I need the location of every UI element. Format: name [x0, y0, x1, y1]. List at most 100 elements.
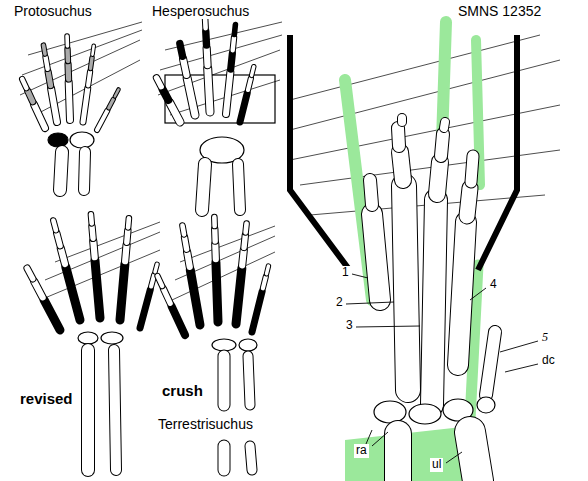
- bone: [44, 300, 60, 330]
- bone-outline: [203, 48, 212, 65]
- bone: [34, 281, 42, 297]
- carpal-bone: [70, 132, 94, 148]
- grid-lines: [20, 22, 560, 300]
- bone-outline: [211, 217, 218, 226]
- bone: [400, 152, 403, 180]
- green-forearm: [345, 425, 480, 481]
- bone-outline: [187, 78, 195, 115]
- bone: [233, 37, 234, 50]
- carpal-bone: [239, 339, 257, 351]
- bone-outline: [250, 446, 252, 470]
- bone: [226, 72, 230, 114]
- bone-outline: [397, 118, 407, 122]
- bone: [404, 186, 408, 390]
- bone: [157, 78, 162, 87]
- bone: [471, 156, 473, 182]
- bone-outline: [444, 122, 445, 128]
- bone-outline: [467, 188, 470, 216]
- bone: [43, 45, 45, 54]
- bone: [185, 237, 187, 249]
- bone: [203, 31, 209, 45]
- guide-line: [28, 22, 142, 55]
- bone: [467, 188, 470, 216]
- bone-outline: [64, 64, 72, 79]
- bone-outline: [432, 200, 436, 405]
- bone-outline: [83, 88, 88, 122]
- bone: [250, 446, 252, 470]
- bone: [127, 230, 128, 242]
- bone: [69, 82, 70, 120]
- guide-line: [158, 50, 280, 95]
- bone: [88, 71, 90, 85]
- bone-outline: [248, 78, 251, 90]
- bone-outline: [46, 57, 48, 69]
- bone: [126, 218, 131, 227]
- bone-outline: [182, 226, 184, 235]
- bone-outline: [202, 164, 205, 210]
- bone: [83, 88, 88, 122]
- bone: [187, 252, 190, 267]
- bone-outline: [93, 241, 94, 257]
- bone-outline: [163, 289, 170, 304]
- bone-outline: [125, 245, 126, 261]
- bone: [263, 277, 266, 289]
- bone-outline: [370, 180, 372, 205]
- bone-outline: [202, 31, 210, 45]
- bone: [155, 264, 157, 272]
- bone: [84, 152, 85, 190]
- bone-outline: [226, 72, 230, 114]
- bone: [441, 134, 443, 156]
- callout-number: 4: [488, 278, 499, 292]
- bone: [22, 79, 26, 88]
- bone-outline: [64, 49, 71, 61]
- bone-outline: [233, 37, 234, 50]
- bone-abbreviation: ul: [430, 458, 443, 472]
- bone: [163, 89, 169, 100]
- specimen-name: Protosuchus: [12, 3, 94, 19]
- guide-line: [470, 288, 486, 300]
- bone: [114, 350, 116, 470]
- bone: [190, 270, 200, 325]
- bone: [212, 217, 217, 226]
- bone-outline: [61, 249, 65, 264]
- bone-outline: [187, 252, 190, 267]
- guide-line: [180, 226, 275, 262]
- bone: [92, 46, 93, 55]
- bone-outline: [183, 59, 186, 75]
- bone: [89, 214, 94, 223]
- bone-outline: [28, 91, 33, 102]
- guide-line: [356, 326, 420, 327]
- bone: [115, 89, 119, 96]
- bone-outline: [95, 260, 100, 318]
- bone: [187, 78, 195, 115]
- bone: [97, 111, 107, 130]
- specimen-name: Terrestrisuchus: [156, 416, 255, 432]
- bone-outline: [471, 156, 473, 182]
- bone-outline: [91, 58, 93, 69]
- bone: [48, 72, 50, 86]
- callout-number: 5: [540, 331, 550, 345]
- bone-outline: [441, 134, 443, 156]
- bone-outline: [88, 71, 90, 85]
- bone: [234, 24, 235, 34]
- bone: [212, 244, 219, 259]
- guide-line: [446, 452, 462, 463]
- bone: [398, 128, 399, 146]
- bone: [385, 434, 411, 481]
- bone: [95, 260, 100, 318]
- bone: [120, 264, 125, 320]
- bone-outline: [211, 244, 220, 259]
- bone: [248, 356, 250, 405]
- bone: [370, 180, 372, 205]
- bone-outline: [22, 79, 26, 88]
- carpal-bone: [374, 401, 406, 423]
- bone: [252, 291, 262, 332]
- guide-line: [372, 432, 388, 446]
- bone: [163, 289, 170, 304]
- bone: [93, 241, 94, 257]
- bone: [92, 226, 93, 238]
- bone: [219, 356, 230, 405]
- bone-outline: [34, 281, 42, 297]
- bone: [236, 268, 242, 324]
